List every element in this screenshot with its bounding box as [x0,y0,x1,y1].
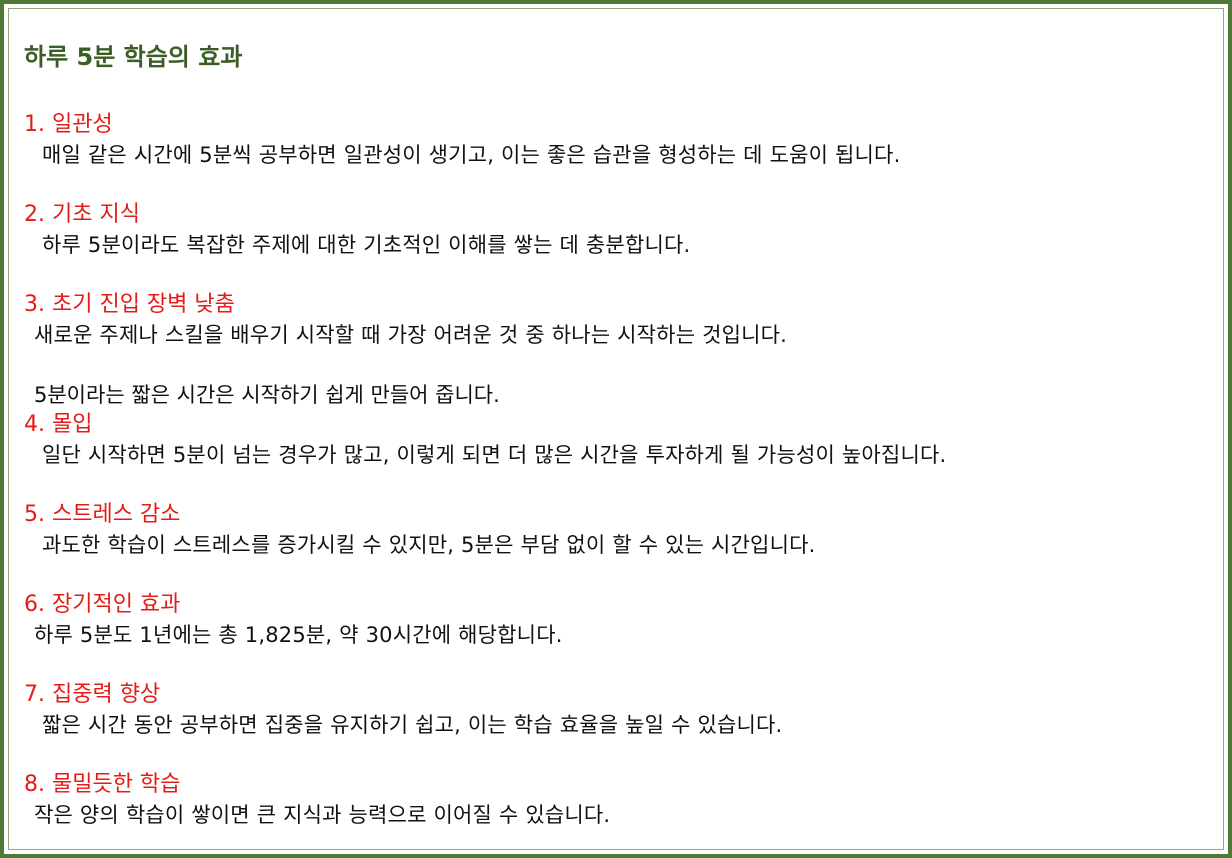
item-description: 짧은 시간 동안 공부하면 집중을 유지하기 쉽고, 이는 학습 효율을 높일 … [42,713,783,737]
list-item: 8. 물밀듯한 학습 작은 양의 학습이 쌓이면 큰 지식과 능력으로 이어질 … [24,770,1216,830]
spacer [24,350,1216,380]
list-item: 6. 장기적인 효과 하루 5분도 1년에는 총 1,825분, 약 30시간에… [24,590,1216,650]
list-item: 2. 기초 지식 하루 5분이라도 복잡한 주제에 대한 기초적인 이해를 쌓는… [24,200,1216,260]
item-description: 새로운 주제나 스킬을 배우기 시작할 때 가장 어려운 것 중 하나는 시작하… [34,323,788,347]
item-description: 작은 양의 학습이 쌓이면 큰 지식과 능력으로 이어질 수 있습니다. [34,803,611,827]
item-heading: 3. 초기 진입 장벽 낮춤 [24,292,235,317]
item-heading: 6. 장기적인 효과 [24,592,181,617]
list-item: 4. 몰입 일단 시작하면 5분이 넘는 경우가 많고, 이렇게 되면 더 많은… [24,410,1216,470]
item-description-extra: 5분이라는 짧은 시간은 시작하기 쉽게 만들어 줍니다. [34,383,500,407]
inner-border [8,8,1224,850]
list-item: 5. 스트레스 감소 과도한 학습이 스트레스를 증가시킬 수 있지만, 5분은… [24,500,1216,560]
spacer [24,470,1216,500]
spacer [24,560,1216,590]
document-content: 하루 5분 학습의 효과 1. 일관성 매일 같은 시간에 5분씩 공부하면 일… [24,40,1216,830]
item-heading: 1. 일관성 [24,112,113,137]
spacer [24,260,1216,290]
page-title: 하루 5분 학습의 효과 [24,43,243,71]
spacer [24,740,1216,770]
item-description: 하루 5분도 1년에는 총 1,825분, 약 30시간에 해당합니다. [34,623,563,647]
spacer [24,650,1216,680]
spacer [24,170,1216,200]
item-heading: 8. 물밀듯한 학습 [24,772,181,797]
item-heading: 7. 집중력 향상 [24,682,161,707]
item-heading: 2. 기초 지식 [24,202,140,227]
item-heading: 4. 몰입 [24,412,93,437]
item-heading: 5. 스트레스 감소 [24,502,181,527]
list-item: 1. 일관성 매일 같은 시간에 5분씩 공부하면 일관성이 생기고, 이는 좋… [24,110,1216,170]
item-description: 일단 시작하면 5분이 넘는 경우가 많고, 이렇게 되면 더 많은 시간을 투… [42,443,947,467]
item-description: 매일 같은 시간에 5분씩 공부하면 일관성이 생기고, 이는 좋은 습관을 형… [42,143,901,167]
list-item: 3. 초기 진입 장벽 낮춤 새로운 주제나 스킬을 배우기 시작할 때 가장 … [24,290,1216,410]
list-item: 7. 집중력 향상 짧은 시간 동안 공부하면 집중을 유지하기 쉽고, 이는 … [24,680,1216,740]
item-description: 과도한 학습이 스트레스를 증가시킬 수 있지만, 5분은 부담 없이 할 수 … [42,533,816,557]
item-description: 하루 5분이라도 복잡한 주제에 대한 기초적인 이해를 쌓는 데 충분합니다. [42,233,691,257]
